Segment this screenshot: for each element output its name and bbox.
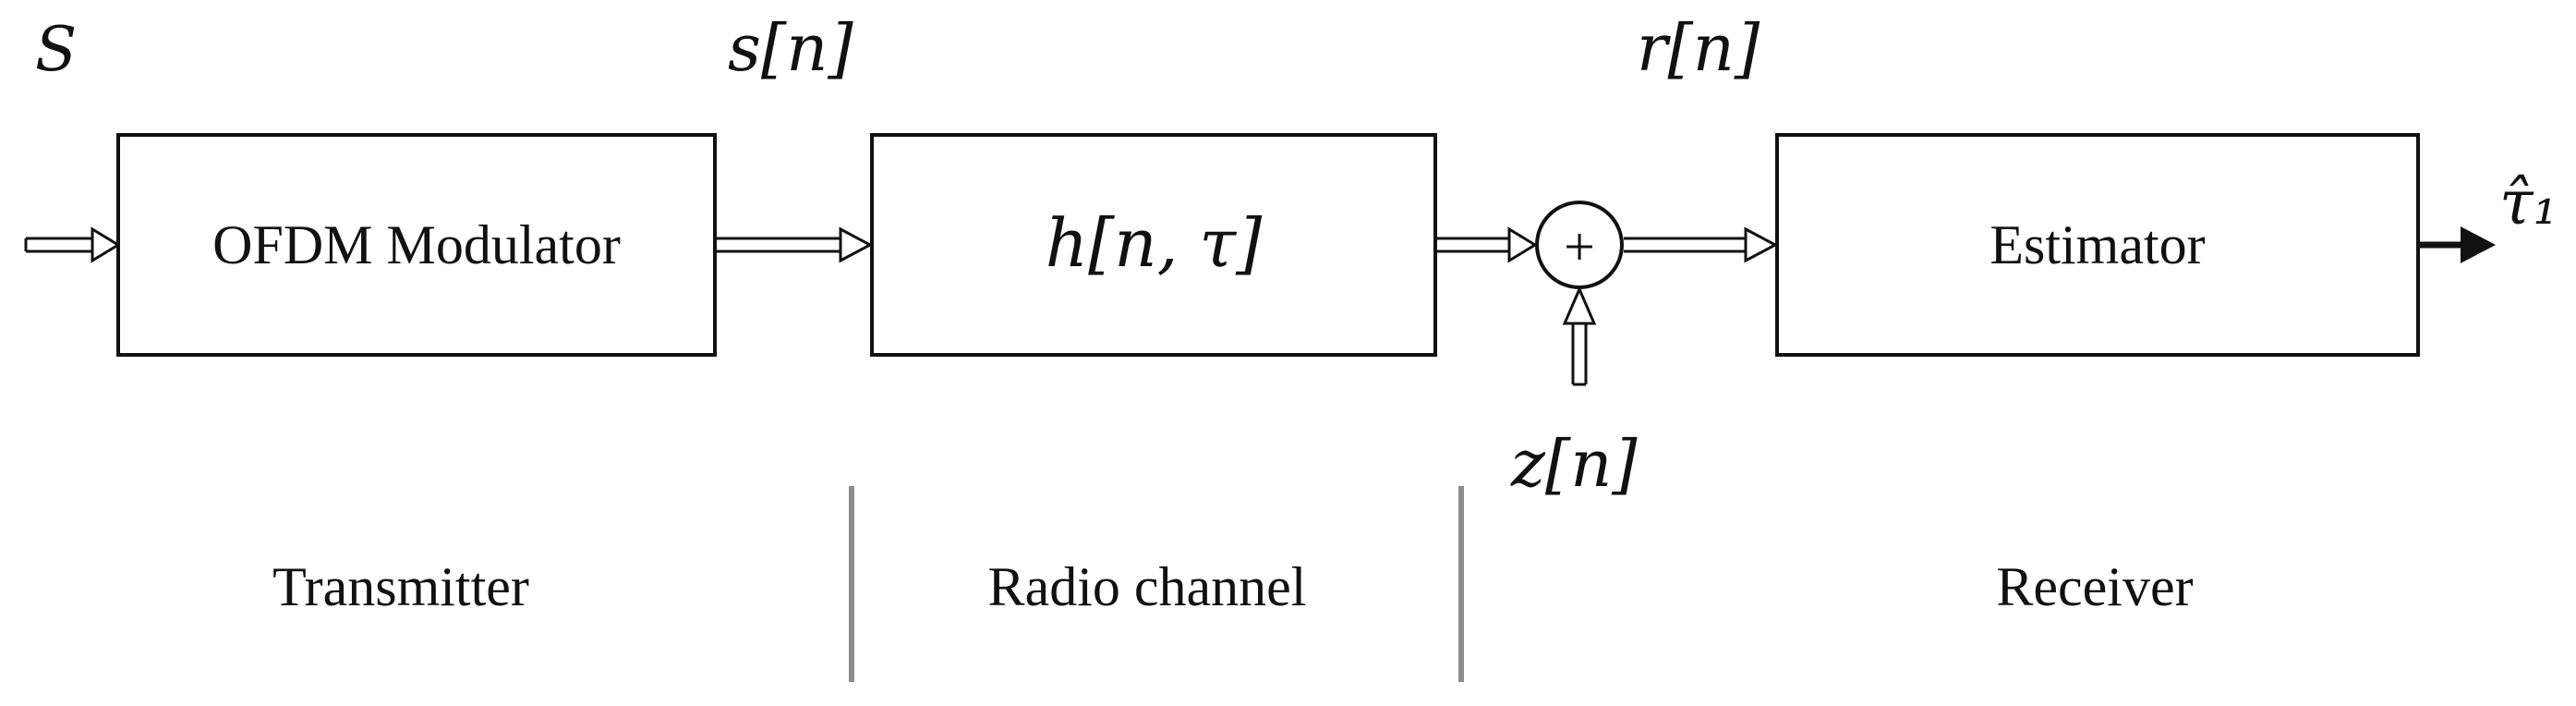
adder-node: +: [1535, 201, 1624, 289]
channel-response-label: h[n, τ]: [1046, 204, 1263, 282]
tx-to-channel-arrow: [717, 226, 874, 263]
estimator-label: Estimator: [1989, 214, 2205, 275]
input-signal-label: S: [35, 14, 77, 85]
tx-output-signal-label: s[n]: [728, 10, 853, 86]
radio-channel-section-label: Radio channel: [988, 556, 1307, 617]
adder-to-estimator-arrow: [1624, 226, 1779, 263]
radio-channel-block: h[n, τ]: [870, 133, 1437, 357]
receiver-section-label: Receiver: [1996, 556, 2193, 617]
rx-input-signal-label: r[n]: [1637, 10, 1760, 86]
transmitter-section-label: Transmitter: [272, 556, 529, 617]
ofdm-modulator-block: OFDM Modulator: [116, 133, 717, 357]
channel-to-adder-arrow: [1437, 226, 1538, 263]
adder-plus-symbol: +: [1564, 216, 1595, 277]
ofdm-modulator-label: OFDM Modulator: [212, 214, 621, 275]
noise-signal-label: z[n]: [1510, 426, 1638, 502]
noise-arrow: [1562, 286, 1597, 386]
estimate-output-label: τ̂₁: [2499, 167, 2558, 238]
output-arrow: [2420, 226, 2496, 263]
estimator-block: Estimator: [1775, 133, 2420, 357]
input-arrow: [24, 226, 121, 263]
